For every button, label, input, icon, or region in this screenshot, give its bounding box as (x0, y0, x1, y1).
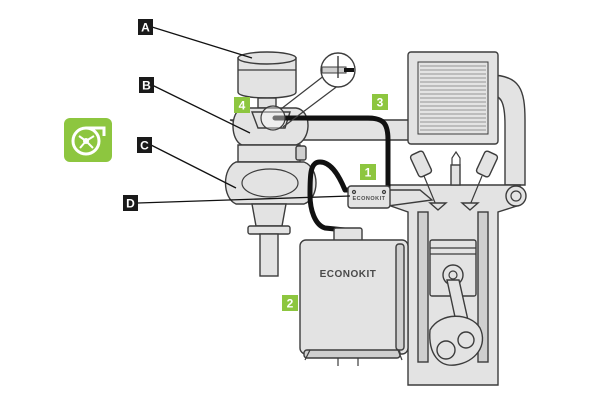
label-b-text: B (142, 79, 151, 93)
econokit-control-unit: ECONOKIT (299, 227, 409, 366)
label-3: 3 (372, 94, 388, 110)
label-c-text: C (140, 139, 149, 153)
sensor-brand-text: ECONOKIT (352, 196, 385, 202)
injector (450, 150, 461, 186)
exhaust-valve (460, 150, 499, 211)
label-1: 1 (360, 164, 376, 180)
label-a: A (138, 19, 153, 35)
label-2: 2 (282, 295, 298, 311)
econokit-sensor-block: ECONOKIT (347, 185, 391, 209)
label-1-text: 1 (365, 166, 372, 180)
intake-valve (409, 150, 448, 211)
label-3-text: 3 (377, 96, 384, 110)
label-b: B (139, 77, 154, 93)
crankshaft (429, 315, 484, 366)
intercooler (407, 51, 499, 145)
control-unit-brand-text: ECONOKIT (320, 269, 377, 280)
label-c: C (137, 137, 152, 153)
label-d: D (123, 195, 138, 211)
zoom-callout (260, 52, 356, 131)
label-4: 4 (234, 97, 250, 113)
label-4-text: 4 (239, 99, 246, 113)
vacuum-hoses (272, 115, 391, 239)
label-a-text: A (141, 21, 150, 35)
air-filter (237, 51, 297, 109)
label-d-text: D (126, 197, 135, 211)
leader-lines (137, 26, 351, 204)
label-2-text: 2 (287, 297, 294, 311)
turbocharger-icon (64, 118, 112, 162)
engine-block (387, 150, 527, 386)
